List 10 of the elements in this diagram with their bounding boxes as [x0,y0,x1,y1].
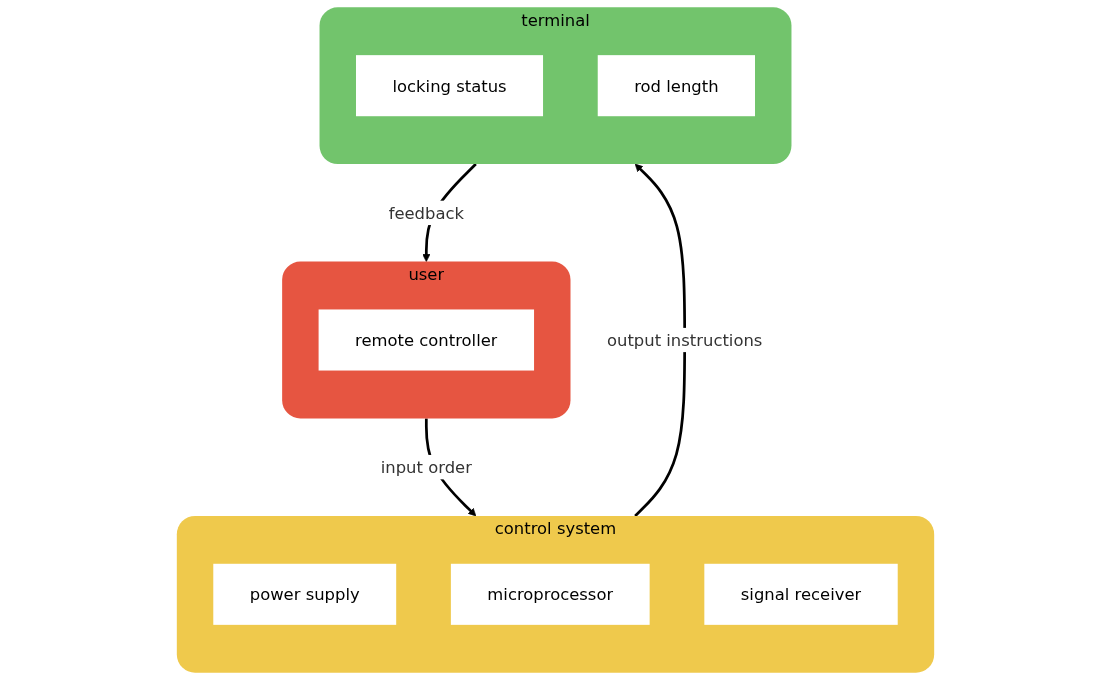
node-box: microprocessor [450,563,650,625]
node-box: power supply [213,563,397,625]
edge-label: feedback [388,203,465,223]
node-box: remote controller [318,309,535,371]
node-box: rod length [597,55,755,117]
node-box: signal receiver [704,563,898,625]
node-box: locking status [356,55,544,117]
edge-label: output instructions [606,330,763,350]
arrow [634,163,687,517]
edge-label: input order [380,457,472,477]
